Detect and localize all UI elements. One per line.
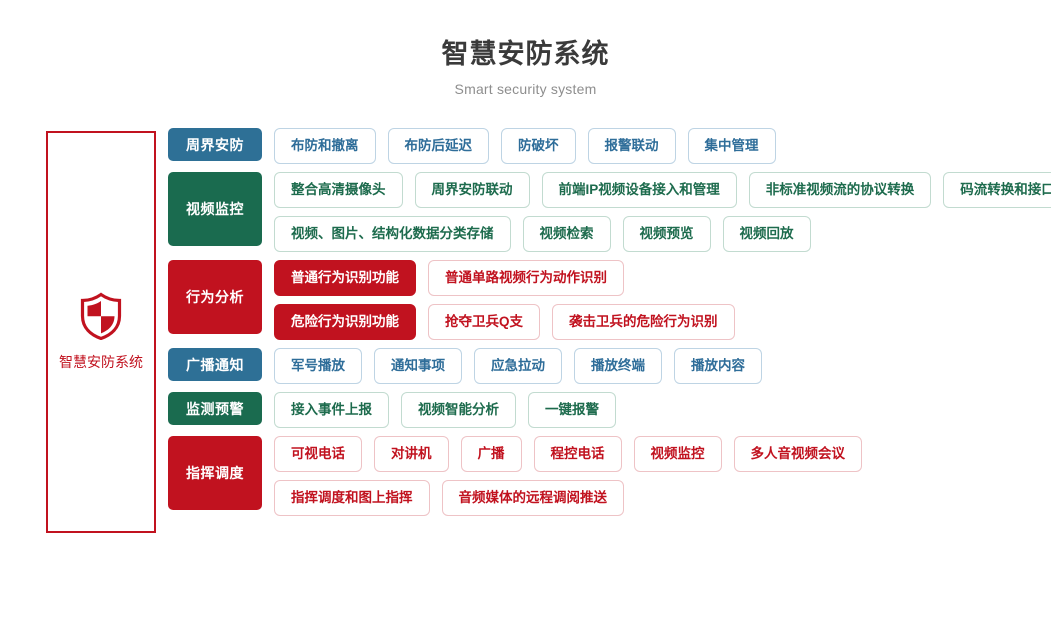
chip-line: 军号播放通知事项应急拉动播放终端播放内容 xyxy=(274,348,1048,384)
chip-stack: 接入事件上报视频智能分析一键报警 xyxy=(262,392,1048,428)
feature-chip[interactable]: 集中管理 xyxy=(687,128,776,164)
feature-chip[interactable]: 音频媒体的远程调阅推送 xyxy=(441,480,624,516)
shield-icon xyxy=(79,292,123,341)
feature-chip[interactable]: 布防和撤离 xyxy=(274,128,376,164)
feature-chip[interactable]: 接入事件上报 xyxy=(274,392,389,428)
chip-line: 危险行为识别功能抢夺卫兵Q支袭击卫兵的危险行为识别 xyxy=(274,304,1048,340)
category-badge[interactable]: 行为分析 xyxy=(168,260,262,334)
category-row: 指挥调度可视电话对讲机广播程控电话视频监控多人音视频会议指挥调度和图上指挥音频媒… xyxy=(168,436,1048,516)
feature-chip[interactable]: 播放内容 xyxy=(674,348,762,384)
category-row: 行为分析普通行为识别功能普通单路视频行为动作识别危险行为识别功能抢夺卫兵Q支袭击… xyxy=(168,260,1048,340)
page-title: 智慧安防系统 xyxy=(441,39,610,69)
feature-chip[interactable]: 布防后延迟 xyxy=(387,128,489,164)
page-subtitle: Smart security system xyxy=(454,80,597,97)
chip-stack: 军号播放通知事项应急拉动播放终端播放内容 xyxy=(262,348,1048,384)
category-row: 广播通知军号播放通知事项应急拉动播放终端播放内容 xyxy=(168,348,1048,384)
feature-chip[interactable]: 视频监控 xyxy=(633,436,722,472)
feature-chip[interactable]: 程控电话 xyxy=(533,436,622,472)
chip-line: 可视电话对讲机广播程控电话视频监控多人音视频会议 xyxy=(274,436,1048,472)
chip-stack: 普通行为识别功能普通单路视频行为动作识别危险行为识别功能抢夺卫兵Q支袭击卫兵的危… xyxy=(262,260,1048,340)
category-row: 视频监控整合高清摄像头周界安防联动前端IP视频设备接入和管理非标准视频流的协议转… xyxy=(168,172,1051,252)
feature-chip[interactable]: 一键报警 xyxy=(528,392,616,428)
feature-chip[interactable]: 广播 xyxy=(460,436,522,472)
feature-chip[interactable]: 视频检索 xyxy=(522,216,611,252)
feature-chip[interactable]: 抢夺卫兵Q支 xyxy=(428,304,541,340)
feature-chip[interactable]: 周界安防联动 xyxy=(414,172,530,208)
feature-chip[interactable]: 对讲机 xyxy=(374,436,449,472)
category-row: 周界安防布防和撤离布防后延迟防破坏报警联动集中管理 xyxy=(168,128,1048,164)
feature-chip[interactable]: 多人音视频会议 xyxy=(733,436,862,472)
chip-stack: 整合高清摄像头周界安防联动前端IP视频设备接入和管理非标准视频流的协议转换码流转… xyxy=(262,172,1051,252)
feature-chip[interactable]: 报警联动 xyxy=(587,128,676,164)
chip-line: 指挥调度和图上指挥音频媒体的远程调阅推送 xyxy=(274,480,1048,516)
feature-chip[interactable]: 指挥调度和图上指挥 xyxy=(274,480,430,516)
feature-chip[interactable]: 军号播放 xyxy=(274,348,362,384)
root-node-panel[interactable]: 智慧安防系统 xyxy=(46,131,156,533)
feature-chip[interactable]: 防破坏 xyxy=(501,128,576,164)
feature-chip[interactable]: 普通单路视频行为动作识别 xyxy=(428,260,624,296)
feature-chip[interactable]: 视频智能分析 xyxy=(401,392,516,428)
feature-chip[interactable]: 袭击卫兵的危险行为识别 xyxy=(552,304,735,340)
feature-chip[interactable]: 应急拉动 xyxy=(474,348,562,384)
chip-line: 视频、图片、结构化数据分类存储视频检索视频预览视频回放 xyxy=(274,216,1051,252)
feature-chip[interactable]: 码流转换和接口转换 xyxy=(943,172,1051,208)
category-rows: 周界安防布防和撤离布防后延迟防破坏报警联动集中管理视频监控整合高清摄像头周界安防… xyxy=(168,128,1051,524)
chip-line: 整合高清摄像头周界安防联动前端IP视频设备接入和管理非标准视频流的协议转换码流转… xyxy=(274,172,1051,208)
feature-chip[interactable]: 视频预览 xyxy=(622,216,711,252)
chip-line: 布防和撤离布防后延迟防破坏报警联动集中管理 xyxy=(274,128,1048,164)
feature-chip[interactable]: 播放终端 xyxy=(574,348,662,384)
chip-line: 普通行为识别功能普通单路视频行为动作识别 xyxy=(274,260,1048,296)
category-badge[interactable]: 广播通知 xyxy=(168,348,262,381)
feature-chip[interactable]: 可视电话 xyxy=(274,436,362,472)
feature-chip[interactable]: 整合高清摄像头 xyxy=(274,172,403,208)
feature-chip[interactable]: 前端IP视频设备接入和管理 xyxy=(541,172,737,208)
category-badge[interactable]: 周界安防 xyxy=(168,128,262,161)
feature-chip[interactable]: 危险行为识别功能 xyxy=(274,304,416,340)
category-badge[interactable]: 视频监控 xyxy=(168,172,262,246)
chip-stack: 布防和撤离布防后延迟防破坏报警联动集中管理 xyxy=(262,128,1048,164)
feature-chip[interactable]: 视频回放 xyxy=(722,216,811,252)
root-node-label: 智慧安防系统 xyxy=(59,354,143,370)
feature-chip[interactable]: 视频、图片、结构化数据分类存储 xyxy=(274,216,511,252)
feature-chip[interactable]: 非标准视频流的协议转换 xyxy=(748,172,932,208)
chip-stack: 可视电话对讲机广播程控电话视频监控多人音视频会议指挥调度和图上指挥音频媒体的远程… xyxy=(262,436,1048,516)
feature-chip[interactable]: 通知事项 xyxy=(374,348,462,384)
category-badge[interactable]: 监测预警 xyxy=(168,392,262,425)
category-badge[interactable]: 指挥调度 xyxy=(168,436,262,510)
page-header: 智慧安防系统 Smart security system xyxy=(0,0,1051,97)
chip-line: 接入事件上报视频智能分析一键报警 xyxy=(274,392,1048,428)
category-row: 监测预警接入事件上报视频智能分析一键报警 xyxy=(168,392,1048,428)
feature-chip[interactable]: 普通行为识别功能 xyxy=(274,260,416,296)
